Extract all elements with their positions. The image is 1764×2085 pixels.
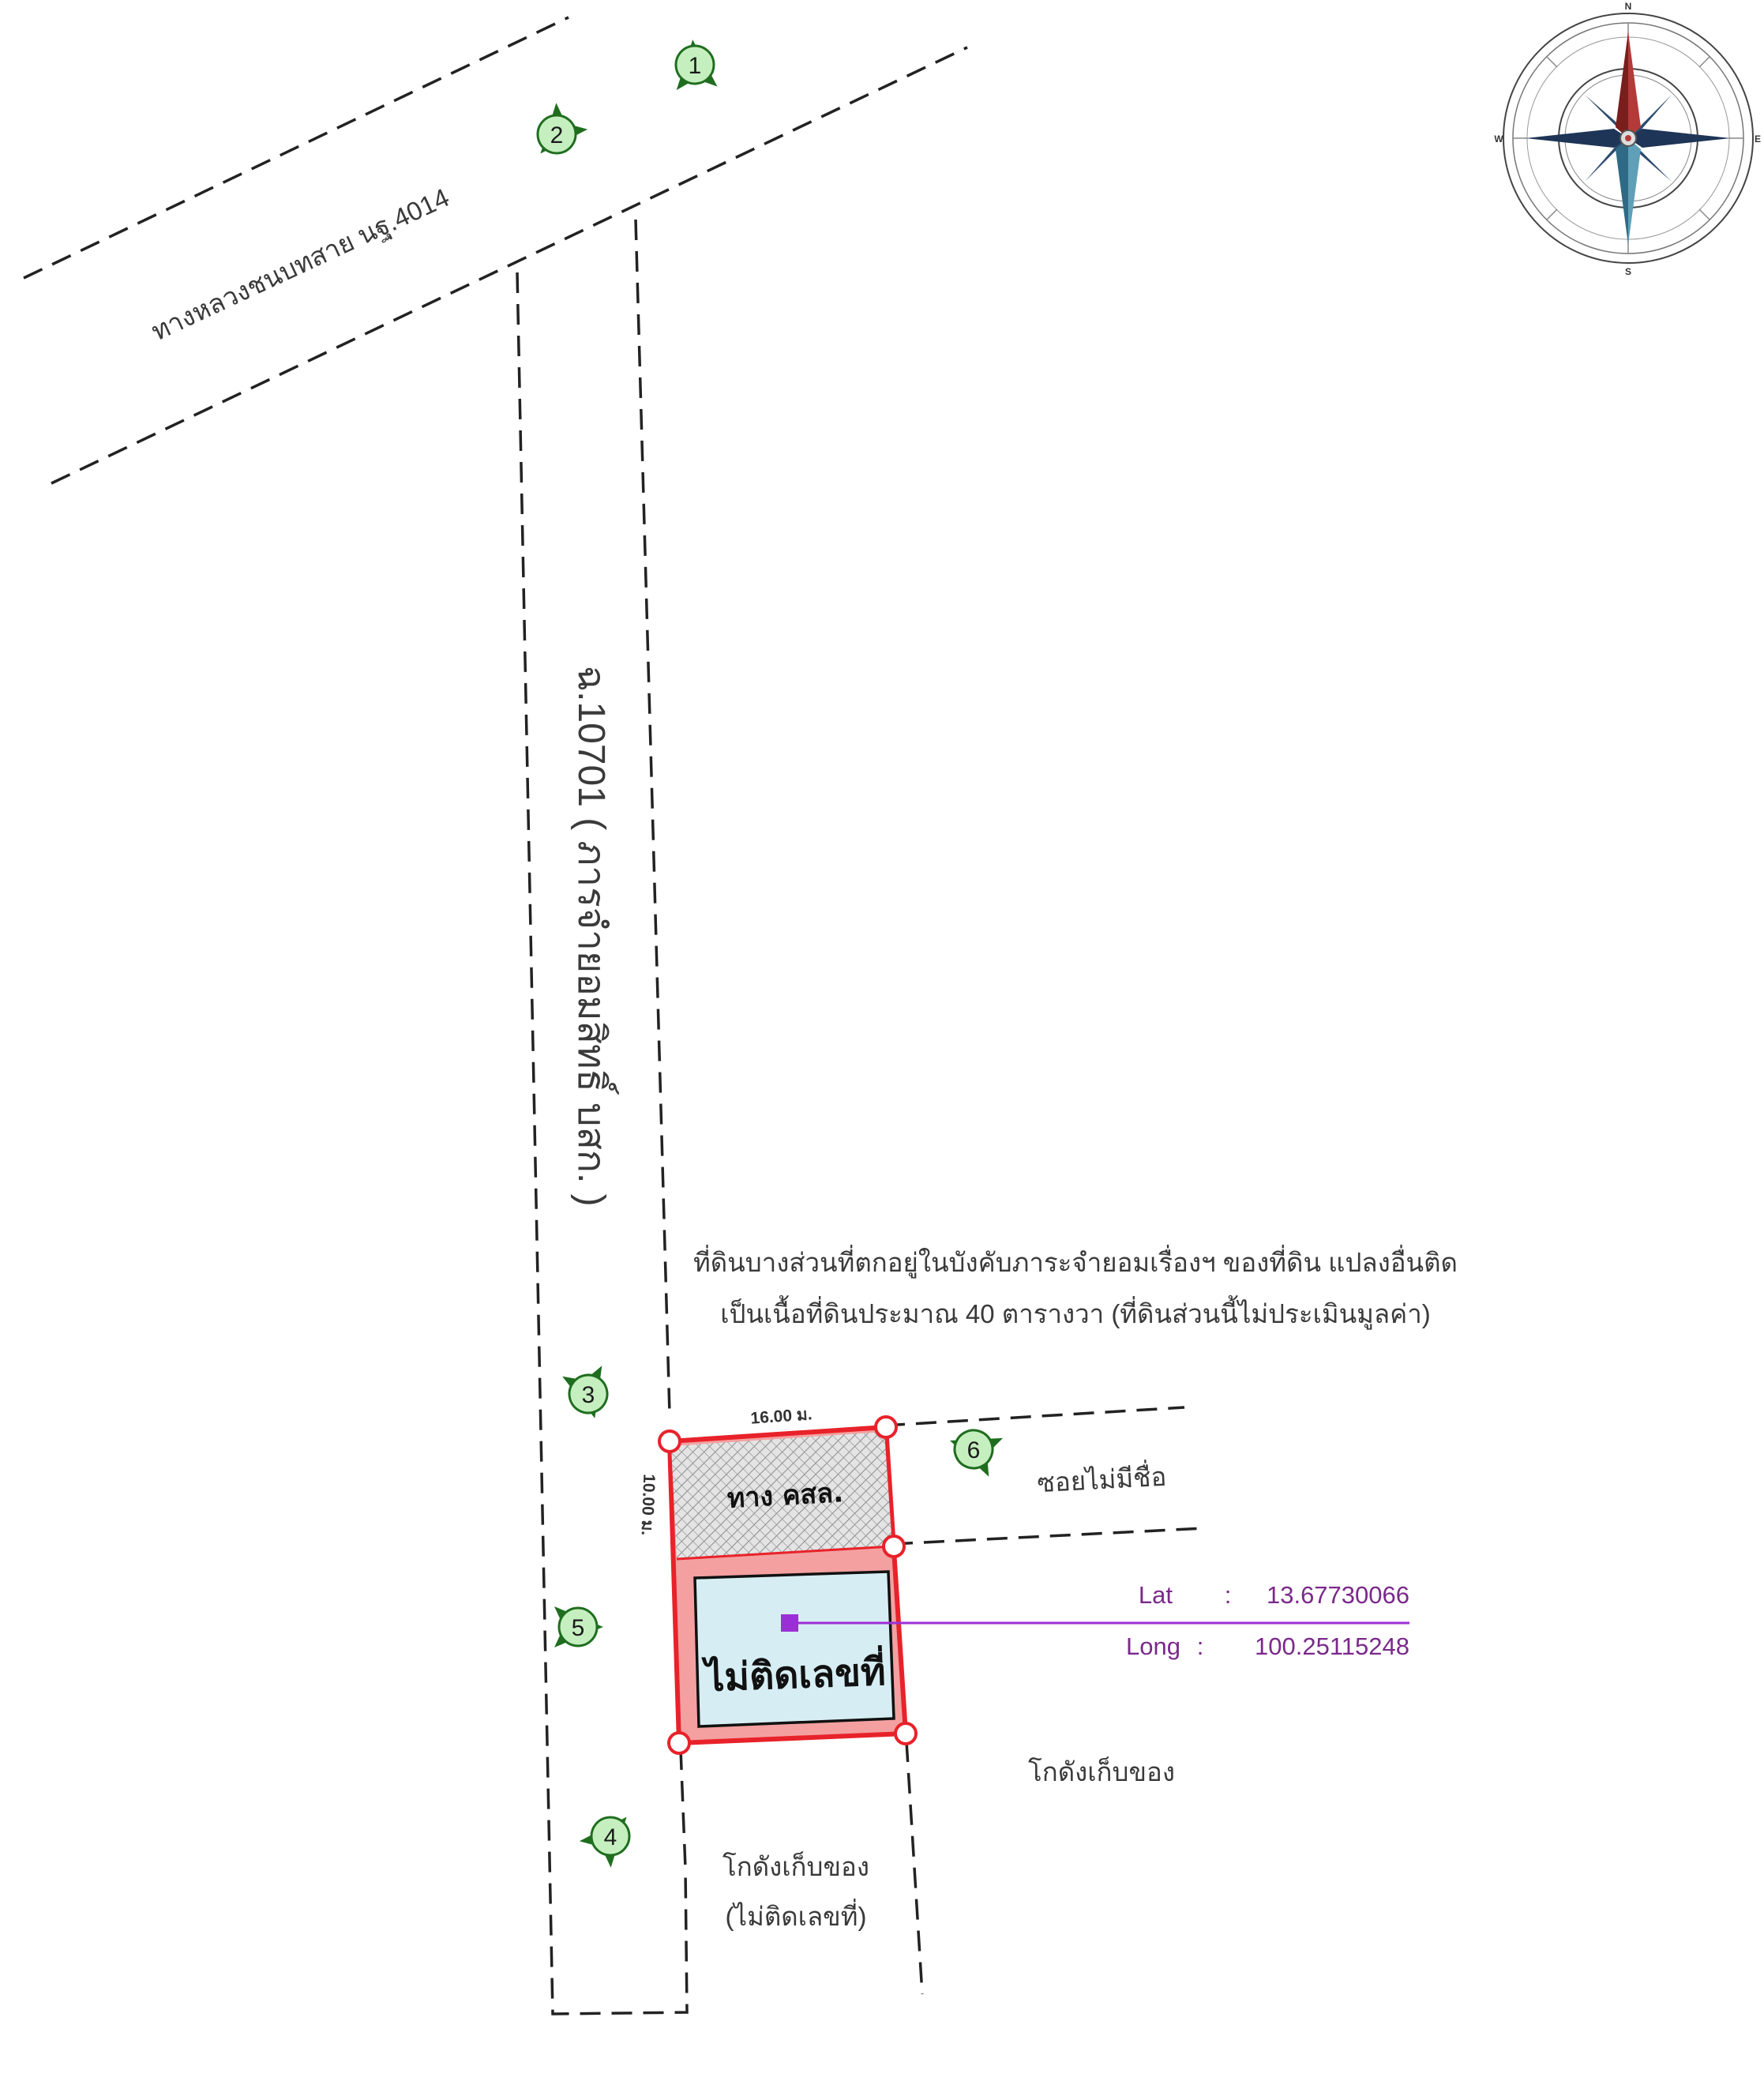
- alley: [884, 1406, 1205, 1546]
- warehouse-right-label: โกดังเก็บของ: [1028, 1756, 1175, 1786]
- photo-marker-3-label: 3: [582, 1382, 595, 1408]
- side-road-label: ฉ.10701 ( ภารจำยอมสิทธิ์ บสก. ): [570, 665, 619, 1206]
- long-value: 100.25115248: [1255, 1632, 1409, 1660]
- compass-south: S: [1625, 266, 1631, 277]
- easement-label: ทาง คสล.: [726, 1477, 844, 1515]
- neighbor-boundary: [679, 1741, 924, 1995]
- easement-note-line1: ที่ดินบางส่วนที่ตกอยู่ในบังคับภาระจำยอมเ…: [693, 1245, 1458, 1279]
- long-separator: :: [1197, 1632, 1204, 1660]
- parcel[interactable]: [658, 1415, 918, 1755]
- parcel-depth-label: 10.00 ม.: [638, 1474, 659, 1536]
- photo-marker-5-label: 5: [572, 1615, 585, 1641]
- compass-west: W: [1494, 133, 1503, 145]
- photo-marker-2-label: 2: [550, 122, 564, 148]
- photo-marker-2[interactable]: [525, 103, 588, 167]
- compass-north: N: [1625, 1, 1632, 12]
- lat-label: Lat: [1139, 1581, 1173, 1609]
- alley-label: ซอยไม่มีชื่อ: [1036, 1459, 1167, 1498]
- coordinate-point[interactable]: [781, 1614, 798, 1632]
- coordinate-pointer: [781, 1614, 1409, 1632]
- warehouse-bottom-label-line2: (ไม่ติดเลขที่): [725, 1899, 866, 1931]
- photo-marker-1-label: 1: [689, 53, 702, 79]
- compass-rose-icon: [1503, 13, 1754, 264]
- photo-marker-4[interactable]: [579, 1804, 643, 1868]
- lat-separator: :: [1225, 1581, 1232, 1609]
- photo-marker-4-label: 4: [604, 1824, 617, 1850]
- building[interactable]: [693, 1570, 895, 1728]
- compass-east: E: [1755, 133, 1761, 145]
- photo-marker-1[interactable]: [672, 38, 718, 91]
- long-label: Long: [1126, 1632, 1180, 1660]
- easement-note-line2: เป็นเนื้อที่ดินประมาณ 40 ตารางวา (ที่ดิน…: [720, 1295, 1431, 1330]
- lat-value: 13.67730066: [1267, 1581, 1409, 1609]
- photo-marker-3[interactable]: [562, 1366, 614, 1423]
- photo-marker-5[interactable]: [554, 1606, 603, 1647]
- highway-road: [23, 16, 968, 485]
- warehouse-bottom-label-line1: โกดังเก็บของ: [722, 1851, 869, 1881]
- parcel-corner-points: [658, 1415, 918, 1755]
- parcel-width-label: 16.00 ม.: [750, 1405, 813, 1427]
- side-road: [516, 219, 689, 2016]
- photo-marker-6[interactable]: [943, 1422, 1004, 1477]
- photo-marker-6-label: 6: [967, 1437, 981, 1463]
- highway-label: ทางหลวงชนบทสาย นฐ.4014: [147, 182, 454, 348]
